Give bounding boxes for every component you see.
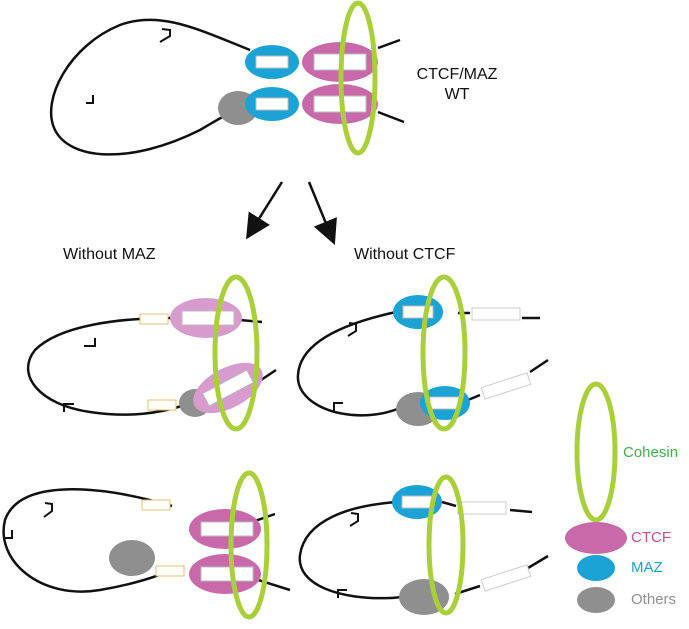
cohesin-ring [426, 474, 466, 616]
dna-loop [296, 310, 401, 417]
promoter-arrow-icon [4, 530, 13, 539]
others-protein [109, 540, 155, 576]
cohesin-ring [212, 274, 260, 432]
legend-cohesin-label: Cohesin [623, 444, 679, 461]
dna-motif [471, 307, 521, 321]
cohesin-ring [228, 470, 270, 620]
without-ctcf-label: Without CTCF [354, 246, 456, 263]
legend-ctcf-icon [565, 522, 627, 554]
dna-motif [200, 521, 254, 537]
wt-label-line1: CTCF/MAZ [416, 66, 498, 83]
promoter-arrow-icon [86, 95, 94, 104]
promoter-arrow-icon [84, 338, 96, 347]
without-ctcf-panel-1 [296, 274, 549, 432]
dna-motif [200, 566, 254, 582]
promoter-arrow-icon [43, 502, 53, 518]
dna-strand [377, 110, 405, 124]
dna-strand [527, 554, 549, 570]
without-maz-panel-1 [26, 274, 277, 432]
dna-motif [457, 501, 507, 515]
dna-loop [26, 316, 186, 416]
without-maz-label: Without MAZ [63, 246, 156, 263]
dna-motif [155, 565, 185, 577]
promoter-arrow-icon [349, 512, 359, 527]
promoter-arrow-icon [63, 403, 74, 412]
promoter-arrow-icon [333, 402, 343, 411]
dna-motif [181, 310, 235, 326]
dna-motif [147, 399, 177, 411]
legend-others-label: Others [631, 591, 677, 608]
dna-strand [441, 500, 457, 508]
arrow-to-without-maz [246, 181, 284, 240]
dna-strand [239, 318, 263, 324]
without-ctcf-panel-2 [298, 474, 549, 616]
legend-others-icon [577, 587, 615, 613]
dna-motif [480, 564, 532, 592]
dna-motif [255, 97, 289, 111]
dna-strand [467, 393, 481, 402]
legend-maz-icon [577, 555, 615, 581]
promoter-arrow-icon [347, 322, 357, 337]
legend [565, 381, 627, 613]
dna-strand [509, 508, 533, 514]
promoter-arrow-icon [159, 28, 171, 43]
legend-ctcf-label: CTCF [631, 529, 671, 546]
cohesin-ring [338, 0, 378, 156]
dna-motif [480, 372, 532, 400]
legend-maz-label: MAZ [631, 559, 663, 576]
dna-motif [139, 313, 169, 325]
dna-motif [141, 499, 171, 511]
dna-loop [49, 18, 251, 156]
dna-strand [377, 38, 401, 50]
dna-motif [201, 369, 255, 407]
legend-cohesin-icon [574, 381, 618, 523]
arrow-to-without-ctcf [307, 181, 337, 245]
dna-loop [298, 500, 404, 600]
cohesin-ring [420, 274, 468, 432]
wt-panel [49, 0, 405, 156]
dna-strand [529, 358, 549, 374]
dna-motif [401, 495, 433, 509]
promoter-arrow-icon [337, 589, 347, 598]
dna-motif [429, 396, 461, 410]
without-maz-panel-2 [2, 470, 291, 620]
dna-motif [255, 55, 289, 69]
dna-loop [2, 488, 173, 593]
wt-label-line2: WT [444, 86, 470, 103]
